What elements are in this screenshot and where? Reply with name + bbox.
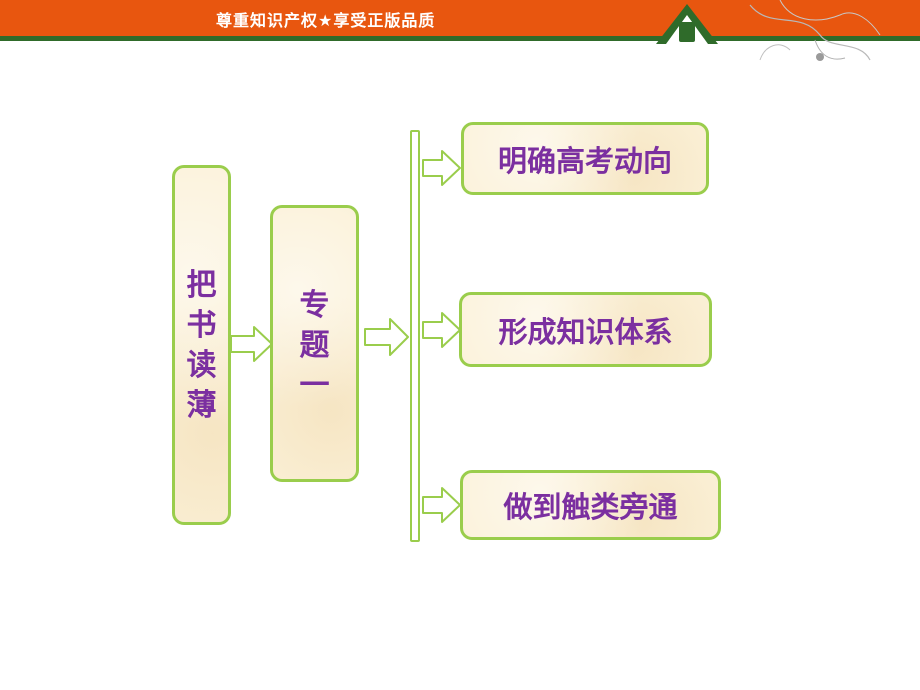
topic-char: 专 [299, 288, 330, 323]
topic-char: 一 [299, 368, 330, 403]
branch-box: 明确高考动向 [461, 122, 709, 195]
root-char: 把 [186, 268, 217, 303]
top-banner: 尊重知识产权★享受正版品质 [0, 0, 920, 61]
branch-bracket [410, 130, 420, 542]
root-char: 薄 [186, 388, 217, 423]
topic-label: 专 题 一 [273, 286, 356, 406]
banner-bar [0, 0, 920, 36]
topic-box: 专 题 一 [270, 205, 359, 482]
arrow-right-icon [422, 487, 461, 523]
floral-decoration-icon [749, 0, 881, 61]
branch-label: 明确高考动向 [497, 143, 672, 178]
root-char: 读 [186, 348, 217, 383]
banner-underline [0, 36, 920, 41]
arrow-right-icon [230, 326, 273, 362]
banner-slogan: 尊重知识产权★享受正版品质 [216, 11, 436, 30]
root-box: 把 书 读 薄 [172, 165, 231, 525]
arrow-right-icon [364, 318, 409, 356]
root-char: 书 [186, 308, 217, 343]
root-label: 把 书 读 薄 [175, 266, 228, 426]
arrow-right-icon [422, 312, 461, 348]
branch-label: 做到触类旁通 [503, 490, 678, 524]
topic-char: 题 [299, 328, 330, 363]
branch-box: 形成知识体系 [459, 292, 712, 367]
a-logo-icon [656, 4, 718, 44]
arrow-right-icon [422, 150, 461, 186]
branch-box: 做到触类旁通 [460, 470, 721, 540]
branch-label: 形成知识体系 [498, 314, 673, 349]
